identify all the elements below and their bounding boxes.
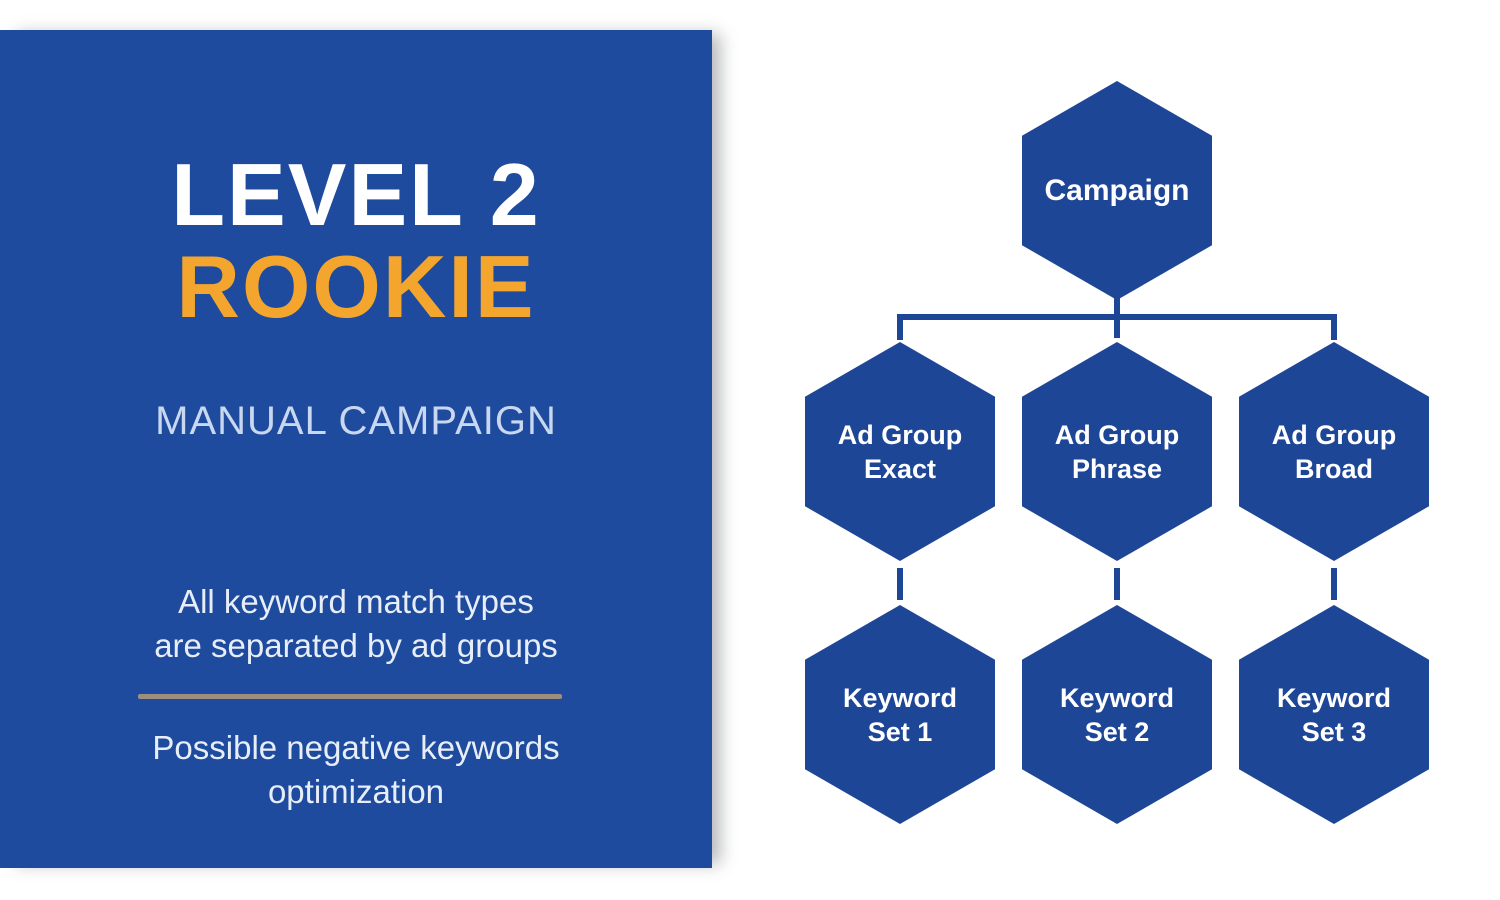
keyword-set-3-line1: Keyword — [1276, 682, 1392, 713]
hexagon-campaign-label: Campaign — [1044, 173, 1190, 207]
hexagon-ad-group-broad: Ad Group Broad — [1239, 342, 1429, 561]
ad-group-exact-line2: Exact — [863, 453, 937, 484]
hexagon-keyword-set-2-label: Keyword Set 2 — [1060, 681, 1174, 749]
panel-title: LEVEL 2 ROOKIE — [0, 149, 712, 333]
rookie-title: ROOKIE — [176, 237, 536, 336]
connector-broad-keyword — [1331, 568, 1337, 600]
connector-horizontal-bar — [897, 314, 1337, 320]
hexagon-keyword-set-3: Keyword Set 3 — [1239, 605, 1429, 824]
connector-exact-keyword — [897, 568, 903, 600]
keyword-set-2-line1: Keyword — [1059, 682, 1175, 713]
match-types-note: All keyword match types are separated by… — [0, 580, 712, 668]
ad-group-broad-line1: Ad Group — [1271, 419, 1397, 450]
level-info-panel: LEVEL 2 ROOKIE MANUAL CAMPAIGN All keywo… — [0, 30, 712, 868]
ad-group-phrase-line1: Ad Group — [1054, 419, 1180, 450]
hexagon-keyword-set-1-label: Keyword Set 1 — [843, 681, 957, 749]
negative-keywords-note-line2: optimization — [267, 773, 445, 810]
hexagon-keyword-set-1: Keyword Set 1 — [805, 605, 995, 824]
connector-left-drop — [897, 314, 903, 340]
connector-phrase-keyword — [1114, 568, 1120, 600]
hexagon-keyword-set-3-label: Keyword Set 3 — [1277, 681, 1391, 749]
ad-group-exact-line1: Ad Group — [837, 419, 963, 450]
keyword-set-2-line2: Set 2 — [1084, 716, 1150, 747]
level-title: LEVEL 2 — [171, 145, 541, 244]
match-types-note-line1: All keyword match types — [178, 583, 534, 620]
hexagon-ad-group-phrase: Ad Group Phrase — [1022, 342, 1212, 561]
keyword-set-3-line2: Set 3 — [1301, 716, 1367, 747]
keyword-set-1-line1: Keyword — [842, 682, 958, 713]
hexagon-campaign: Campaign — [1022, 81, 1212, 300]
hexagon-ad-group-broad-label: Ad Group Broad — [1272, 418, 1396, 486]
connector-right-drop — [1331, 314, 1337, 340]
ad-group-phrase-line2: Phrase — [1071, 453, 1163, 484]
hexagon-keyword-set-2: Keyword Set 2 — [1022, 605, 1212, 824]
campaign-type-subtitle: MANUAL CAMPAIGN — [155, 399, 557, 443]
hexagon-ad-group-phrase-label: Ad Group Phrase — [1055, 418, 1179, 486]
negative-keywords-note: Possible negative keywords optimization — [0, 726, 712, 814]
hexagon-ad-group-exact: Ad Group Exact — [805, 342, 995, 561]
ad-group-broad-line2: Broad — [1294, 453, 1373, 484]
negative-keywords-note-line1: Possible negative keywords — [152, 729, 560, 766]
hexagon-ad-group-exact-label: Ad Group Exact — [838, 418, 962, 486]
match-types-note-line2: are separated by ad groups — [154, 627, 558, 664]
keyword-set-1-line2: Set 1 — [867, 716, 933, 747]
divider-line — [138, 694, 562, 699]
